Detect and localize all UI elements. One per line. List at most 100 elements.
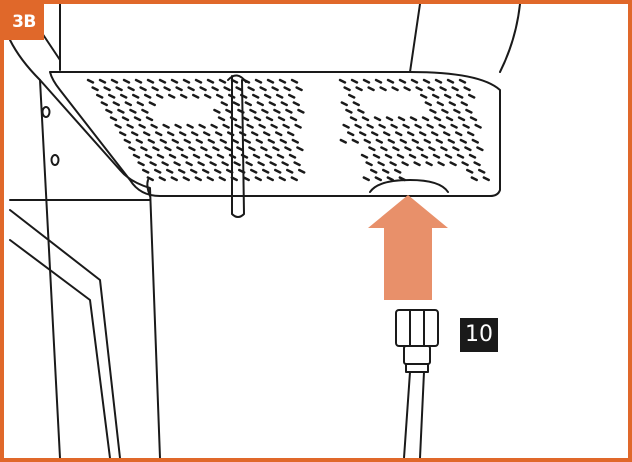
perforation-slot xyxy=(198,123,206,129)
perforation-slot xyxy=(249,108,257,114)
perforation-slot xyxy=(126,123,134,129)
perforation-slot xyxy=(241,116,250,122)
perforation-slot xyxy=(476,146,484,152)
perforation-slot xyxy=(260,146,268,152)
perforation-slot xyxy=(413,161,421,167)
perforation-slot xyxy=(197,161,205,167)
perforation-slot xyxy=(214,131,223,137)
perforation-slot xyxy=(404,146,412,152)
perforation-slot xyxy=(451,86,459,92)
perforation-slot xyxy=(213,168,222,174)
perforation-slot xyxy=(156,153,165,159)
perforation-slot xyxy=(374,78,383,84)
perforation-slot xyxy=(362,176,370,182)
perforation-slot xyxy=(200,146,208,152)
perforation-slot xyxy=(272,146,280,152)
perforation-slot xyxy=(194,78,203,84)
perforation-slot xyxy=(281,161,289,167)
perforation-slot xyxy=(180,153,189,159)
appliance-panel xyxy=(9,209,121,458)
perforation-slot xyxy=(245,161,253,167)
perforation-slot xyxy=(209,161,217,167)
perforation-slot xyxy=(423,138,431,144)
mount-hole-2 xyxy=(50,154,60,166)
appliance-side-outline xyxy=(9,39,161,458)
perforation-slot xyxy=(215,93,224,99)
perforation-slot xyxy=(422,78,431,84)
perforation-slot xyxy=(199,86,207,92)
perforation-slot xyxy=(262,168,270,174)
perforation-slot xyxy=(284,146,292,152)
perforation-slot xyxy=(470,176,478,182)
perforation-slot xyxy=(150,123,158,129)
perforation-slot xyxy=(339,138,347,144)
perforation-slot xyxy=(407,131,415,137)
perforation-slot xyxy=(468,153,477,159)
perforation-slot xyxy=(449,161,457,167)
perforation-slot xyxy=(474,123,482,129)
perforation-slot xyxy=(392,146,400,152)
perforation-slot xyxy=(234,123,242,129)
perforation-slot xyxy=(226,131,235,137)
perforation-slot xyxy=(136,101,145,107)
perforation-slot xyxy=(175,86,183,92)
perforation-slot xyxy=(216,153,225,159)
perforation-slot xyxy=(143,93,152,99)
perforation-slot xyxy=(362,78,371,84)
perforation-slot xyxy=(457,116,466,122)
perforation-slot xyxy=(256,101,264,107)
perforation-slot xyxy=(182,176,191,182)
perforation-slot xyxy=(469,116,478,122)
perforation-slot xyxy=(408,153,417,159)
perforation-slot xyxy=(288,153,297,159)
perforation-slot xyxy=(145,116,154,122)
perforation-slot xyxy=(121,116,130,122)
perforation-slot xyxy=(397,116,406,122)
perforation-slot xyxy=(228,153,237,159)
perforation-slot xyxy=(385,116,394,122)
perforation-slot xyxy=(473,161,481,167)
perforation-slot xyxy=(352,101,360,107)
perforation-slot xyxy=(146,176,155,182)
perforation-slot xyxy=(282,123,290,129)
perforation-slot xyxy=(217,116,226,122)
perforation-slot xyxy=(129,108,137,114)
perforation-slot xyxy=(166,131,175,137)
perforation-slot xyxy=(112,101,121,107)
perforation-slot xyxy=(266,176,274,182)
perforation-slot xyxy=(421,116,430,122)
perforation-slot xyxy=(271,86,279,92)
perforation-slot xyxy=(103,86,111,92)
perforation-slot xyxy=(189,168,198,174)
perforation-slot xyxy=(446,78,455,84)
perforation-slot xyxy=(185,161,193,167)
perforation-slot xyxy=(179,93,188,99)
perforation-slot xyxy=(287,131,295,137)
perforation-slot xyxy=(291,138,299,144)
perforation-slot xyxy=(427,86,435,92)
perforation-slot xyxy=(137,161,145,167)
perforation-slot xyxy=(138,123,146,129)
perforation-slot xyxy=(153,168,162,174)
perforation-slot xyxy=(462,123,470,129)
perforation-slot xyxy=(220,101,229,107)
perforation-slot xyxy=(252,153,261,159)
perforation-slot xyxy=(370,168,378,174)
perforation-slot xyxy=(237,108,245,114)
perforation-slot xyxy=(232,101,241,107)
perforation-slot xyxy=(147,138,156,144)
perforation-slot xyxy=(465,108,473,114)
perforation-slot xyxy=(133,116,142,122)
perforation-slot xyxy=(350,78,359,84)
perforation-slot xyxy=(233,161,241,167)
perforation-slot xyxy=(396,153,405,159)
perforation-slot xyxy=(361,116,370,122)
perforation-slot xyxy=(436,101,444,107)
perforation-slot xyxy=(367,86,375,92)
perforation-slot xyxy=(124,101,133,107)
perforation-slot xyxy=(440,146,448,152)
perforation-slot xyxy=(458,78,467,84)
perforation-slot xyxy=(266,78,275,84)
perforation-slot xyxy=(191,93,200,99)
hose-connector-icon xyxy=(395,309,439,458)
